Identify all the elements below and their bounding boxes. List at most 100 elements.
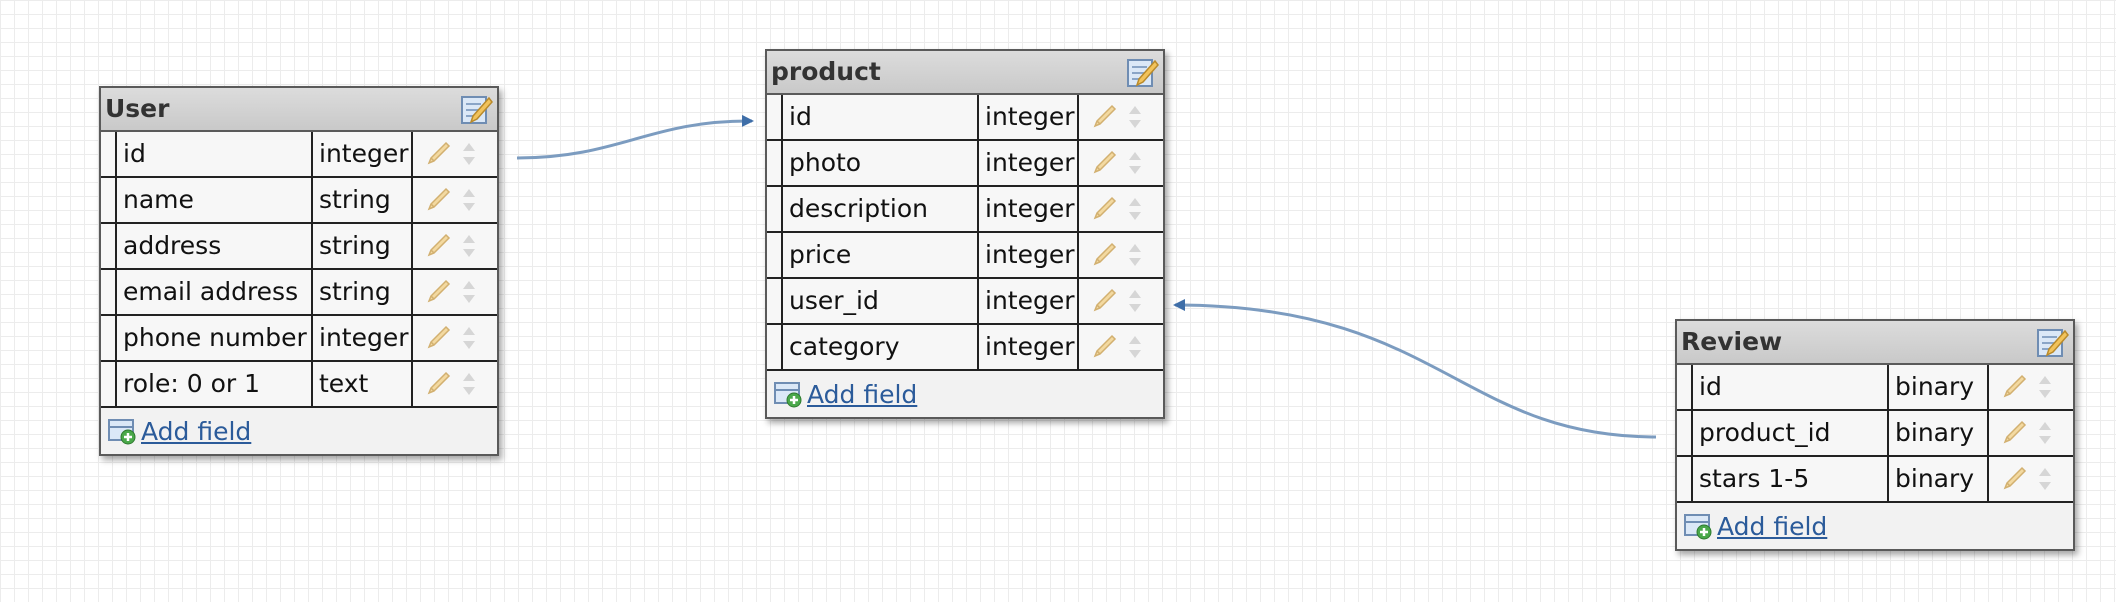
table-row[interactable]: user_id integer (767, 279, 1163, 325)
row-handle[interactable] (101, 362, 117, 406)
field-type: string (313, 178, 413, 222)
pencil-icon[interactable] (1091, 196, 1117, 222)
edit-table-icon[interactable] (1125, 55, 1159, 89)
field-name: name (117, 178, 313, 222)
pencil-icon[interactable] (425, 279, 451, 305)
table-row[interactable]: address string (101, 224, 497, 270)
field-type: integer (979, 95, 1079, 139)
up-down-arrows-icon[interactable] (461, 279, 477, 305)
row-handle[interactable] (1677, 365, 1693, 409)
edit-table-icon[interactable] (459, 92, 493, 126)
field-type: binary (1889, 365, 1989, 409)
up-down-arrows-icon[interactable] (1127, 150, 1143, 176)
up-down-arrows-icon[interactable] (461, 371, 477, 397)
table-row[interactable]: id binary (1677, 365, 2073, 411)
pencil-icon[interactable] (425, 187, 451, 213)
table-row[interactable]: role: 0 or 1 text (101, 362, 497, 408)
relation-user-product (516, 114, 754, 160)
add-field-row: Add field (767, 371, 1163, 417)
add-field-link[interactable]: Add field (807, 379, 918, 409)
add-field-icon[interactable] (107, 416, 137, 446)
table-row[interactable]: email address string (101, 270, 497, 316)
field-type: binary (1889, 457, 1989, 501)
up-down-arrows-icon[interactable] (2037, 420, 2053, 446)
add-field-link[interactable]: Add field (141, 416, 252, 446)
field-name: email address (117, 270, 313, 314)
field-name: category (783, 325, 979, 369)
field-type: string (313, 224, 413, 268)
row-handle[interactable] (767, 325, 783, 369)
row-handle[interactable] (101, 224, 117, 268)
field-type: integer (979, 279, 1079, 323)
pencil-icon[interactable] (1091, 104, 1117, 130)
field-type: integer (979, 233, 1079, 277)
up-down-arrows-icon[interactable] (1127, 288, 1143, 314)
row-handle[interactable] (101, 270, 117, 314)
table-row[interactable]: category integer (767, 325, 1163, 371)
table-user[interactable]: User id integer name string address stri… (99, 86, 499, 456)
table-header[interactable]: product (767, 51, 1163, 95)
edit-table-icon[interactable] (2035, 325, 2069, 359)
row-handle[interactable] (101, 316, 117, 360)
table-row[interactable]: photo integer (767, 141, 1163, 187)
add-field-row: Add field (1677, 503, 2073, 549)
field-type: integer (979, 187, 1079, 231)
field-name: user_id (783, 279, 979, 323)
pencil-icon[interactable] (1091, 334, 1117, 360)
table-header[interactable]: Review (1677, 321, 2073, 365)
pencil-icon[interactable] (425, 371, 451, 397)
row-handle[interactable] (767, 279, 783, 323)
field-type: binary (1889, 411, 1989, 455)
table-row[interactable]: stars 1-5 binary (1677, 457, 2073, 503)
field-name: photo (783, 141, 979, 185)
table-review[interactable]: Review id binary product_id binary stars… (1675, 319, 2075, 551)
pencil-icon[interactable] (1091, 242, 1117, 268)
field-name: address (117, 224, 313, 268)
table-row[interactable]: name string (101, 178, 497, 224)
field-name: product_id (1693, 411, 1889, 455)
up-down-arrows-icon[interactable] (1127, 242, 1143, 268)
up-down-arrows-icon[interactable] (461, 325, 477, 351)
up-down-arrows-icon[interactable] (461, 187, 477, 213)
add-field-link[interactable]: Add field (1717, 511, 1828, 541)
pencil-icon[interactable] (1091, 288, 1117, 314)
up-down-arrows-icon[interactable] (1127, 104, 1143, 130)
up-down-arrows-icon[interactable] (2037, 466, 2053, 492)
up-down-arrows-icon[interactable] (1127, 196, 1143, 222)
table-row[interactable]: price integer (767, 233, 1163, 279)
table-row[interactable]: id integer (767, 95, 1163, 141)
table-header[interactable]: User (101, 88, 497, 132)
row-handle[interactable] (1677, 457, 1693, 501)
row-handle[interactable] (767, 187, 783, 231)
row-handle[interactable] (767, 233, 783, 277)
pencil-icon[interactable] (2001, 466, 2027, 492)
table-row[interactable]: description integer (767, 187, 1163, 233)
up-down-arrows-icon[interactable] (1127, 334, 1143, 360)
row-handle[interactable] (1677, 411, 1693, 455)
up-down-arrows-icon[interactable] (461, 233, 477, 259)
pencil-icon[interactable] (425, 325, 451, 351)
up-down-arrows-icon[interactable] (2037, 374, 2053, 400)
up-down-arrows-icon[interactable] (461, 141, 477, 167)
pencil-icon[interactable] (425, 233, 451, 259)
row-handle[interactable] (767, 95, 783, 139)
field-type: text (313, 362, 413, 406)
add-field-icon[interactable] (773, 379, 803, 409)
row-handle[interactable] (101, 178, 117, 222)
field-type: integer (313, 132, 413, 176)
add-field-icon[interactable] (1683, 511, 1713, 541)
row-handle[interactable] (101, 132, 117, 176)
field-type: integer (979, 141, 1079, 185)
pencil-icon[interactable] (2001, 420, 2027, 446)
table-row[interactable]: id integer (101, 132, 497, 178)
table-row[interactable]: product_id binary (1677, 411, 2073, 457)
table-title: product (771, 57, 881, 86)
pencil-icon[interactable] (425, 141, 451, 167)
pencil-icon[interactable] (2001, 374, 2027, 400)
pencil-icon[interactable] (1091, 150, 1117, 176)
table-title: Review (1681, 327, 1783, 356)
table-product[interactable]: product id integer photo integer descrip… (765, 49, 1165, 419)
row-handle[interactable] (767, 141, 783, 185)
table-row[interactable]: phone number integer (101, 316, 497, 362)
